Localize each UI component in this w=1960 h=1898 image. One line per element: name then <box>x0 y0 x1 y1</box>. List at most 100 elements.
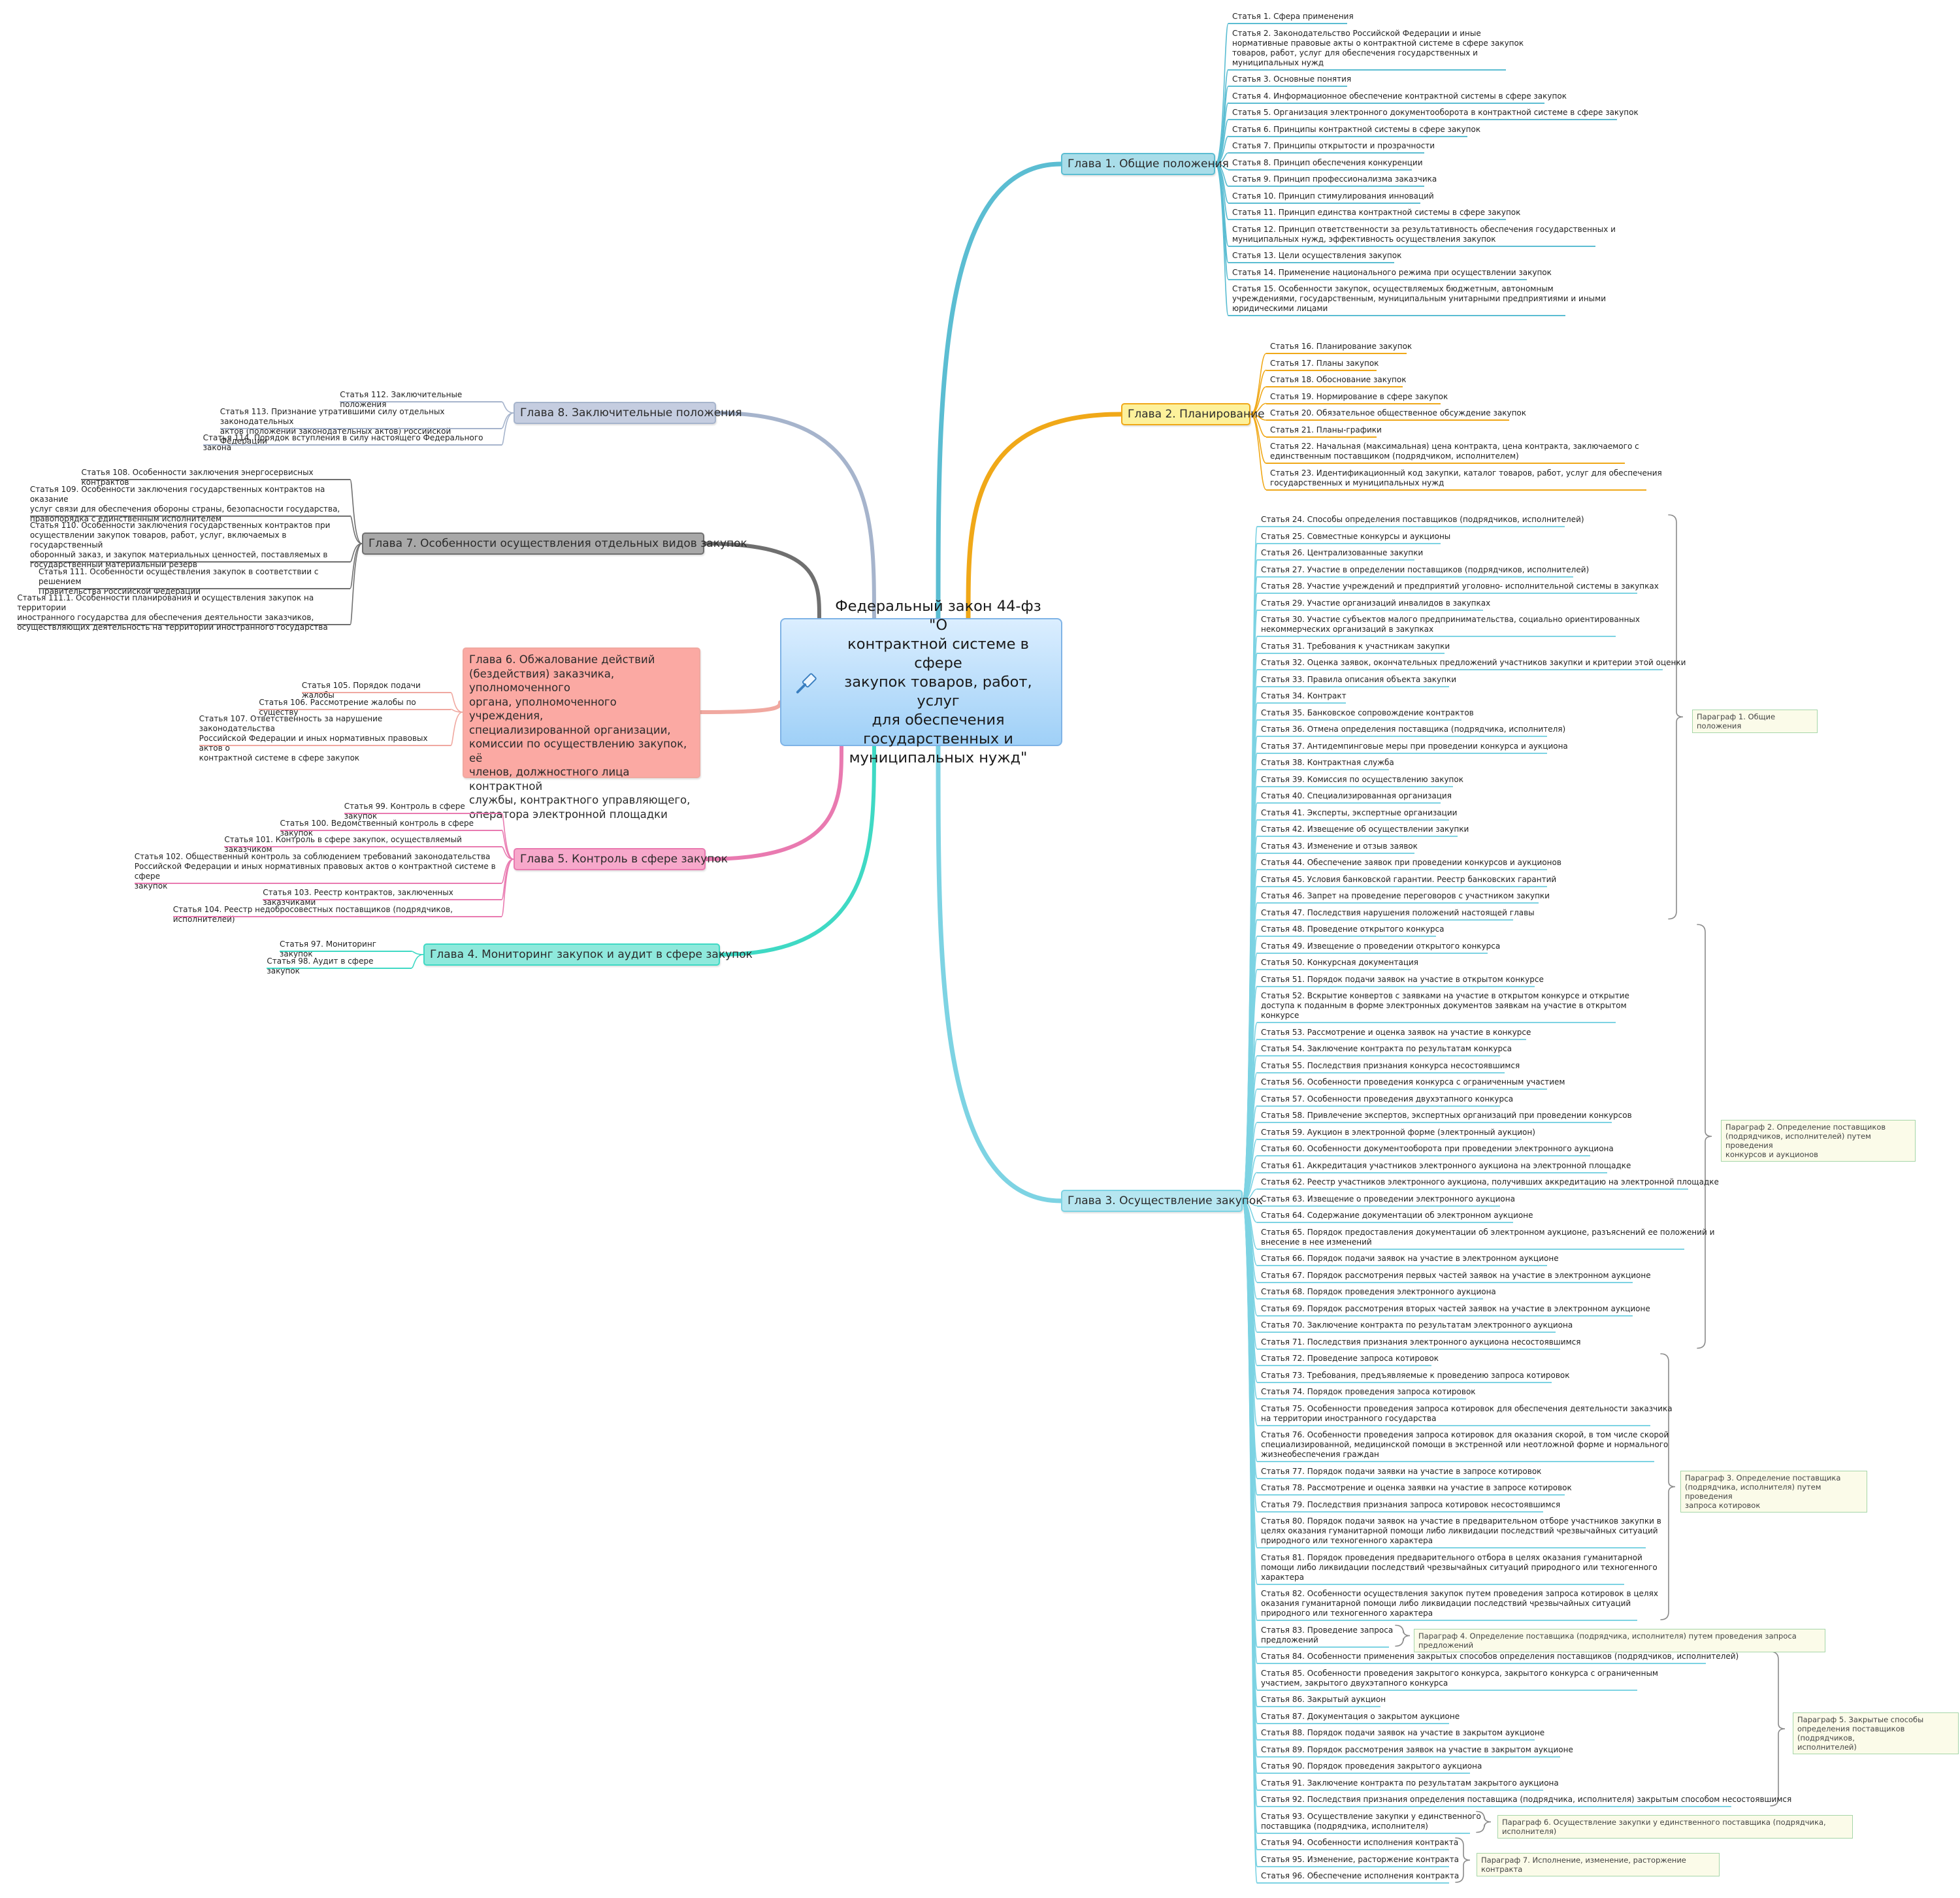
chapter-6-node[interactable]: Глава 6. Обжалование действий (бездейств… <box>463 647 700 821</box>
article-item[interactable]: Статья 104. Реестр недобросовестных пост… <box>172 904 453 924</box>
article-item[interactable]: Статья 73. Требования, предъявляемые к п… <box>1261 1370 1570 1380</box>
article-item[interactable]: Статья 89. Порядок рассмотрения заявок н… <box>1261 1744 1573 1754</box>
article-item[interactable]: Статья 68. Порядок проведения электронно… <box>1261 1287 1496 1296</box>
article-item[interactable]: Статья 83. Проведение запроса предложени… <box>1261 1625 1394 1644</box>
article-item[interactable]: Статья 43. Изменение и отзыв заявок <box>1261 841 1418 851</box>
article-item[interactable]: Статья 1. Сфера применения <box>1232 12 1354 21</box>
article-item[interactable]: Статья 57. Особенности проведения двухэт… <box>1261 1094 1514 1104</box>
chapter-7-node[interactable]: Глава 7. Особенности осуществления отдел… <box>362 532 747 555</box>
article-item[interactable]: Статья 40. Специализированная организаци… <box>1261 791 1452 800</box>
article-item[interactable]: Статья 11. Принцип единства контрактной … <box>1232 208 1521 217</box>
article-item[interactable]: Статья 7. Принципы открытости и прозрачн… <box>1232 141 1435 150</box>
article-item[interactable]: Статья 56. Особенности проведения конкур… <box>1261 1077 1565 1087</box>
article-item[interactable]: Статья 98. Аудит в сфере закупок <box>267 956 374 975</box>
article-item[interactable]: Статья 93. Осуществление закупки у единс… <box>1261 1811 1481 1831</box>
article-item[interactable]: Статья 4. Информационное обеспечение кон… <box>1232 91 1567 101</box>
article-item[interactable]: Статья 95. Изменение, расторжение контра… <box>1261 1854 1459 1864</box>
article-item[interactable]: Статья 23. Идентификационный код закупки… <box>1270 468 1662 487</box>
article-item[interactable]: Статья 17. Планы закупок <box>1270 358 1379 368</box>
chapter-3-node[interactable]: Глава 3. Осуществление закупок <box>1061 1190 1263 1212</box>
article-item[interactable]: Статья 69. Порядок рассмотрения вторых ч… <box>1261 1303 1650 1313</box>
paragraph-label[interactable]: Параграф 2. Определение поставщиков (под… <box>1721 1120 1916 1162</box>
article-item[interactable]: Статья 88. Порядок подачи заявок на учас… <box>1261 1728 1545 1737</box>
article-item[interactable]: Статья 79. Последствия признания запроса… <box>1261 1499 1561 1509</box>
article-item[interactable]: Статья 92. Последствия признания определ… <box>1261 1795 1792 1804</box>
article-item[interactable]: Статья 72. Проведение запроса котировок <box>1261 1354 1439 1363</box>
article-item[interactable]: Статья 10. Принцип стимулирования иннова… <box>1232 191 1434 201</box>
article-item[interactable]: Статья 37. Антидемпинговые меры при пров… <box>1261 741 1568 751</box>
article-item[interactable]: Статья 5. Организация электронного докум… <box>1232 108 1639 117</box>
article-item[interactable]: Статья 46. Запрет на проведение перегово… <box>1261 891 1550 900</box>
article-item[interactable]: Статья 12. Принцип ответственности за ре… <box>1232 224 1616 244</box>
article-item[interactable]: Статья 35. Банковское сопровождение конт… <box>1261 708 1474 717</box>
article-item[interactable]: Статья 53. Рассмотрение и оценка заявок … <box>1261 1027 1531 1037</box>
article-item[interactable]: Статья 42. Извещение об осуществлении за… <box>1261 825 1469 834</box>
article-item[interactable]: Статья 60. Особенности документооборота … <box>1261 1144 1614 1153</box>
article-item[interactable]: Статья 64. Содержание документации об эл… <box>1261 1211 1533 1220</box>
article-item[interactable]: Статья 62. Реестр участников электронног… <box>1261 1177 1719 1186</box>
chapter-8-node[interactable]: Глава 8. Заключительные положения <box>514 402 742 424</box>
paragraph-label[interactable]: Параграф 1. Общие положения <box>1692 710 1818 734</box>
article-item[interactable]: Статья 75. Особенности проведения запрос… <box>1261 1403 1673 1423</box>
article-item[interactable]: Статья 86. Закрытый аукцион <box>1261 1695 1386 1704</box>
chapter-4-node[interactable]: Глава 4. Мониторинг закупок и аудит в сф… <box>423 943 753 966</box>
paragraph-label[interactable]: Параграф 7. Исполнение, изменение, расто… <box>1477 1853 1720 1876</box>
article-item[interactable]: Статья 111.1. Особенности планирования и… <box>17 593 328 632</box>
article-item[interactable]: Статья 30. Участие субъектов малого пред… <box>1261 615 1641 634</box>
article-item[interactable]: Статья 67. Порядок рассмотрения первых ч… <box>1261 1270 1651 1280</box>
article-item[interactable]: Статья 44. Обеспечение заявок при провед… <box>1261 858 1561 867</box>
article-item[interactable]: Статья 47. Последствия нарушения положен… <box>1261 908 1535 917</box>
article-item[interactable]: Статья 15. Особенности закупок, осуществ… <box>1232 284 1606 313</box>
article-item[interactable]: Статья 49. Извещение о проведении открыт… <box>1261 941 1501 951</box>
chapter-5-node[interactable]: Глава 5. Контроль в сфере закупок <box>514 848 728 870</box>
article-item[interactable]: Статья 45. Условия банковской гарантии. … <box>1261 874 1557 884</box>
article-item[interactable]: Статья 102. Общественный контроль за соб… <box>134 851 496 891</box>
article-item[interactable]: Статья 6. Принципы контрактной системы в… <box>1232 124 1481 134</box>
root-topic[interactable]: Федеральный закон 44-фз "О контрактной с… <box>780 598 1062 766</box>
article-item[interactable]: Статья 70. Заключение контракта по резул… <box>1261 1320 1573 1330</box>
article-item[interactable]: Статья 2. Законодательство Российской Фе… <box>1232 28 1524 67</box>
article-item[interactable]: Статья 58. Привлечение экспертов, экспер… <box>1261 1111 1632 1120</box>
article-item[interactable]: Статья 41. Эксперты, экспертные организа… <box>1261 808 1458 817</box>
chapter-1-node[interactable]: Глава 1. Общие положения <box>1061 153 1229 175</box>
article-item[interactable]: Статья 29. Участие организаций инвалидов… <box>1261 598 1491 608</box>
article-item[interactable]: Статья 25. Совместные конкурсы и аукцион… <box>1261 531 1451 541</box>
article-item[interactable]: Статья 78. Рассмотрение и оценка заявки … <box>1261 1483 1572 1492</box>
article-item[interactable]: Статья 22. Начальная (максимальная) цена… <box>1270 442 1639 461</box>
article-item[interactable]: Статья 106. Рассмотрение жалобы по сущес… <box>259 697 416 717</box>
article-item[interactable]: Статья 82. Особенности осуществления зак… <box>1261 1589 1658 1618</box>
article-item[interactable]: Статья 34. Контракт <box>1261 691 1347 700</box>
article-item[interactable]: Статья 54. Заключение контракта по резул… <box>1261 1044 1512 1053</box>
article-item[interactable]: Статья 90. Порядок проведения закрытого … <box>1261 1761 1482 1771</box>
article-item[interactable]: Статья 103. Реестр контрактов, заключенн… <box>263 888 453 907</box>
article-item[interactable]: Статья 21. Планы-графики <box>1270 425 1382 434</box>
paragraph-label[interactable]: Параграф 3. Определение поставщика (подр… <box>1680 1470 1867 1513</box>
article-item[interactable]: Статья 91. Заключение контракта по резул… <box>1261 1778 1559 1788</box>
article-item[interactable]: Статья 3. Основные понятия <box>1232 74 1352 84</box>
article-item[interactable]: Статья 66. Порядок подачи заявок на учас… <box>1261 1254 1559 1263</box>
paragraph-label[interactable]: Параграф 6. Осуществление закупки у един… <box>1497 1814 1853 1839</box>
article-item[interactable]: Статья 61. Аккредитация участников элект… <box>1261 1160 1631 1170</box>
article-item[interactable]: Статья 20. Обязательное общественное обс… <box>1270 408 1527 417</box>
article-item[interactable]: Статья 27. Участие в определении поставщ… <box>1261 564 1590 574</box>
article-item[interactable]: Статья 81. Порядок проведения предварите… <box>1261 1552 1658 1582</box>
article-item[interactable]: Статья 114. Порядок вступления в силу на… <box>203 433 483 452</box>
article-item[interactable]: Статья 65. Порядок предоставления докуме… <box>1261 1227 1715 1247</box>
article-item[interactable]: Статья 39. Комиссия по осуществлению зак… <box>1261 774 1463 784</box>
article-item[interactable]: Статья 32. Оценка заявок, окончательных … <box>1261 658 1686 667</box>
article-item[interactable]: Статья 14. Применение национального режи… <box>1232 267 1552 277</box>
paragraph-label[interactable]: Параграф 5. Закрытые способы определения… <box>1793 1712 1959 1754</box>
article-item[interactable]: Статья 59. Аукцион в электронной форме (… <box>1261 1127 1535 1137</box>
article-item[interactable]: Статья 33. Правила описания объекта заку… <box>1261 674 1457 684</box>
article-item[interactable]: Статья 50. Конкурсная документация <box>1261 958 1419 967</box>
article-item[interactable]: Статья 51. Порядок подачи заявок на учас… <box>1261 974 1544 984</box>
article-item[interactable]: Статья 31. Требования к участникам закуп… <box>1261 641 1450 651</box>
article-item[interactable]: Статья 107. Ответственность за нарушение… <box>199 714 428 762</box>
article-item[interactable]: Статья 94. Особенности исполнения контра… <box>1261 1838 1459 1847</box>
article-item[interactable]: Статья 38. Контрактная служба <box>1261 758 1394 767</box>
article-item[interactable]: Статья 74. Порядок проведения запроса ко… <box>1261 1387 1476 1396</box>
article-item[interactable]: Статья 55. Последствия признания конкурс… <box>1261 1060 1520 1070</box>
article-item[interactable]: Статья 77. Порядок подачи заявки на учас… <box>1261 1466 1542 1476</box>
chapter-2-node[interactable]: Глава 2. Планирование <box>1121 403 1265 425</box>
article-item[interactable]: Статья 84. Особенности применения закрыт… <box>1261 1652 1739 1661</box>
